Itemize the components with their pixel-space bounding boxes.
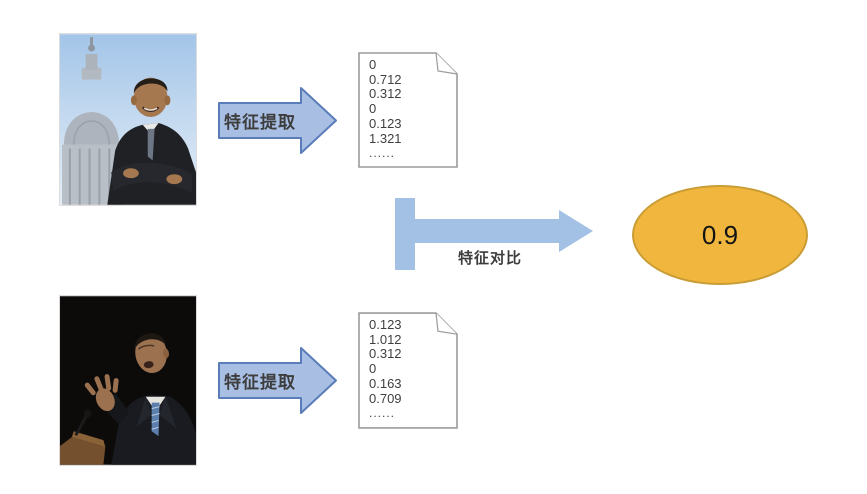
feature-value: 1.321 — [369, 130, 402, 146]
document-folded-corner-icon — [358, 52, 458, 168]
right-block-arrow-icon — [218, 347, 337, 414]
feature-value: 0 — [369, 101, 377, 117]
feature-value: 1.012 — [369, 331, 402, 347]
feature-vector-list-bottom: 0.123 1.012 0.312 0 0.163 0.709 ...... — [369, 317, 454, 421]
feature-extract-label-top: 特征提取 — [224, 113, 296, 132]
feature-value: 0.312 — [369, 346, 402, 362]
feature-value: 0.709 — [369, 390, 402, 406]
capitol-portrait-icon — [60, 34, 196, 205]
feature-extract-label-bottom: 特征提取 — [224, 373, 296, 392]
feature-value: 0 — [369, 361, 377, 377]
feature-value: 0.163 — [369, 375, 402, 391]
similarity-score-ellipse: 0.9 — [632, 185, 808, 285]
feature-value: 0.123 — [369, 115, 402, 131]
feature-compare-label: 特征对比 — [457, 250, 522, 267]
feature-vector-doc-bottom: 0.123 1.012 0.312 0 0.163 0.709 ...... — [358, 312, 458, 429]
feature-extract-arrow-top: 特征提取 — [218, 87, 337, 154]
document-folded-corner-icon — [358, 312, 458, 429]
feature-value: 0.312 — [369, 86, 402, 102]
right-block-arrow-icon — [218, 87, 337, 154]
feature-vector-doc-top: 0 0.712 0.312 0 0.123 1.321 ...... — [358, 52, 458, 168]
face-photo-speech — [59, 295, 197, 466]
feature-vector-list-top: 0 0.712 0.312 0 0.123 1.321 ...... — [369, 57, 454, 161]
speech-portrait-icon — [60, 296, 196, 465]
t-connector-right-arrow-icon — [395, 198, 593, 270]
face-photo-capitol — [59, 33, 197, 206]
feature-compare-connector — [395, 198, 593, 270]
feature-value: 0 — [369, 57, 377, 72]
similarity-score-value: 0.9 — [701, 219, 739, 250]
feature-ellipsis: ...... — [369, 406, 396, 421]
feature-value: 0.123 — [369, 317, 402, 332]
feature-value: 0.712 — [369, 71, 402, 87]
feature-extract-arrow-bottom: 特征提取 — [218, 347, 337, 414]
feature-ellipsis: ...... — [369, 146, 396, 161]
